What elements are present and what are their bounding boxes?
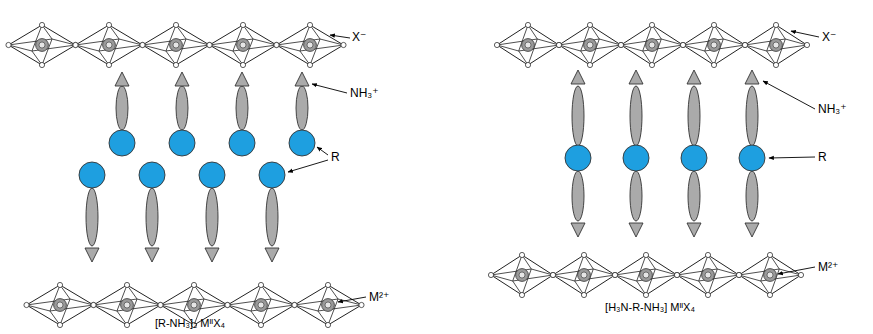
ammonium-head — [629, 223, 643, 237]
formula-caption: [R-NH₃]₂ MᴵᴵX₄ — [155, 316, 225, 330]
formula-caption: [H₃N-R-NH₃] MᴵᴵX₄ — [605, 300, 695, 314]
ammonium-head — [115, 72, 129, 86]
organic-group — [139, 162, 165, 188]
octahedron — [494, 22, 561, 67]
octahedron — [742, 22, 809, 67]
leader-line — [769, 157, 815, 158]
leader-line — [338, 297, 366, 302]
monoammonium-cations — [79, 72, 315, 262]
inorganic-layer — [488, 252, 803, 297]
alkyl-chain — [688, 171, 700, 221]
alkyl-chain — [86, 188, 98, 246]
octahedron — [24, 282, 96, 327]
organic-group — [109, 130, 135, 156]
alkyl-chain — [266, 188, 278, 246]
octahedron — [225, 282, 297, 327]
organic-group — [739, 145, 765, 171]
organic-group — [169, 130, 195, 156]
octahedron — [736, 252, 803, 297]
leader-line — [330, 35, 350, 38]
diammonium-cations — [565, 70, 765, 237]
part-label: M²⁺ — [818, 260, 838, 274]
octahedron — [91, 282, 163, 327]
ammonium-head — [745, 223, 759, 237]
part-label: X⁻ — [352, 30, 366, 44]
octahedron — [488, 252, 555, 297]
part-label: R — [331, 150, 340, 164]
ammonium-head — [235, 72, 249, 86]
organic-group — [259, 162, 285, 188]
leader-line — [312, 84, 347, 93]
inorganic-layer — [494, 22, 809, 67]
alkyl-chain — [236, 86, 248, 130]
leader-lines — [288, 31, 819, 302]
part-label: NH₃⁺ — [818, 102, 847, 116]
alkyl-chain — [176, 86, 188, 130]
ammonium-head — [295, 72, 309, 86]
alkyl-chain — [146, 188, 158, 246]
alkyl-chain — [206, 188, 218, 246]
organic-group — [79, 162, 105, 188]
organic-group — [229, 130, 255, 156]
inorganic-layer — [6, 22, 346, 67]
octahedron — [612, 252, 679, 297]
alkyl-chain — [572, 171, 584, 221]
leader-line — [763, 81, 815, 109]
alkyl-chain — [630, 171, 642, 221]
ammonium-head — [85, 248, 99, 262]
ammonium-head — [745, 70, 759, 84]
ammonium-head — [571, 70, 585, 84]
octahedron — [140, 22, 212, 67]
alkyl-chain — [688, 86, 700, 146]
ammonium-head — [687, 70, 701, 84]
leader-line — [317, 147, 328, 155]
alkyl-chain — [296, 86, 308, 130]
octahedron — [6, 22, 78, 67]
organic-group — [681, 145, 707, 171]
octahedron — [73, 22, 145, 67]
octahedron — [680, 22, 747, 67]
alkyl-chain — [572, 86, 584, 146]
organic-group — [199, 162, 225, 188]
alkyl-chain — [746, 86, 758, 146]
part-label: M²⁺ — [369, 290, 389, 304]
octahedron — [674, 252, 741, 297]
ammonium-head — [175, 72, 189, 86]
alkyl-chain — [746, 171, 758, 221]
alkyl-chain — [116, 86, 128, 130]
ammonium-head — [629, 70, 643, 84]
octahedron — [556, 22, 623, 67]
part-label: NH₃⁺ — [350, 86, 379, 100]
ammonium-head — [205, 248, 219, 262]
octahedron — [274, 22, 346, 67]
octahedron — [618, 22, 685, 67]
organic-group — [623, 145, 649, 171]
organic-group — [289, 130, 315, 156]
ammonium-head — [265, 248, 279, 262]
ammonium-head — [687, 223, 701, 237]
leader-line — [778, 267, 815, 274]
leader-line — [791, 31, 819, 37]
alkyl-chain — [630, 86, 642, 146]
part-label: R — [818, 150, 827, 164]
organic-group — [565, 145, 591, 171]
ammonium-head — [145, 248, 159, 262]
octahedron — [550, 252, 617, 297]
octahedron — [292, 282, 364, 327]
part-label: X⁻ — [822, 30, 836, 44]
leader-line — [288, 160, 328, 172]
octahedron — [207, 22, 279, 67]
ammonium-head — [571, 223, 585, 237]
